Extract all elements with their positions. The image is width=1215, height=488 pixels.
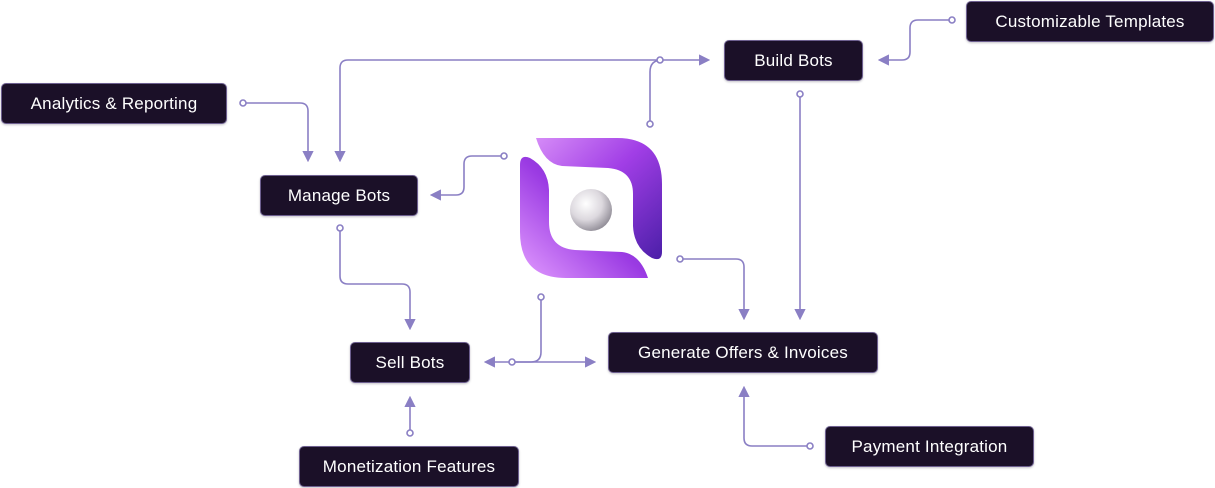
connector-logo-to-generate — [680, 258, 750, 321]
purple-rounded-square-logo-icon — [520, 138, 662, 278]
node-customizable-templates: Customizable Templates — [966, 1, 1214, 42]
node-build-bots: Build Bots — [724, 40, 863, 81]
connector-build-to-manage — [334, 59, 660, 163]
node-payment-integration: Payment Integration — [825, 426, 1034, 467]
node-generate-offers-invoices: Generate Offers & Invoices — [608, 332, 878, 373]
connector-logo-to-manage — [429, 155, 504, 201]
connector-dot — [537, 293, 545, 301]
node-monetization-features: Monetization Features — [299, 446, 519, 487]
connector-dot — [646, 120, 654, 128]
connector-logo-to-build — [649, 59, 663, 124]
connector-manage-to-sell — [339, 228, 416, 331]
node-sell-bots: Sell Bots — [350, 342, 470, 383]
connector-dot — [796, 90, 804, 98]
connector-dot — [406, 429, 414, 437]
connector-dot — [500, 152, 508, 160]
connector-payment-to-generate — [738, 385, 810, 447]
node-manage-bots: Manage Bots — [260, 175, 418, 216]
connector-analytics-to-manage — [243, 102, 314, 163]
connector-dot — [806, 442, 814, 450]
connector-dot — [948, 16, 956, 24]
connector-dot — [336, 224, 344, 232]
connector-logo-to-sell — [512, 297, 542, 363]
connector-dot — [676, 255, 684, 263]
connector-dot — [656, 56, 664, 64]
node-analytics-reporting: Analytics & Reporting — [1, 83, 227, 124]
connector-templates-to-build — [877, 19, 952, 66]
connector-dot — [239, 99, 247, 107]
connector-dot — [508, 358, 516, 366]
